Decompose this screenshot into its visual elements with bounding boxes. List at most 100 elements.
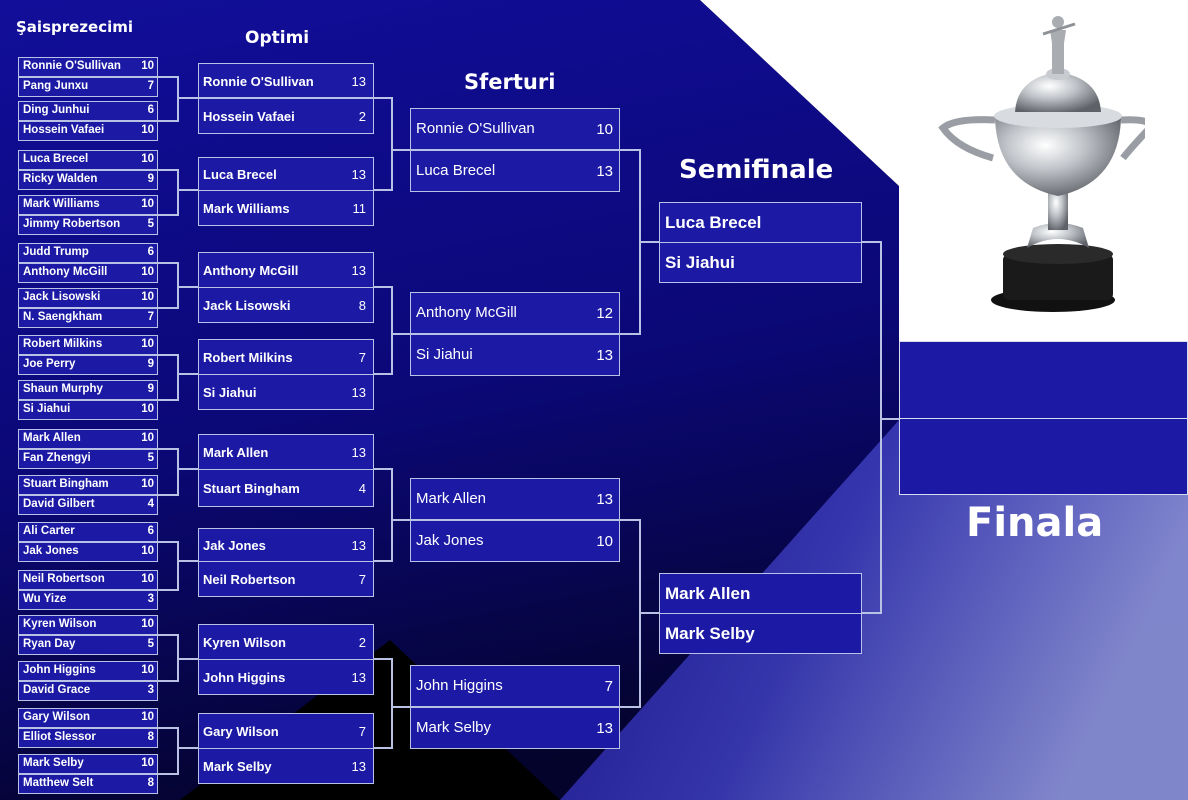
player-score: 3 [147, 684, 154, 696]
player-name: Si Jiahui [203, 385, 257, 400]
player-name: Anthony McGill [416, 304, 517, 321]
player-score: 13 [351, 445, 366, 460]
snooker-trophy-icon [938, 16, 1145, 312]
player-score: 2 [358, 635, 366, 650]
player-name: Hossein Vafaei [203, 109, 295, 124]
player-score: 10 [141, 478, 154, 490]
player-name: Si Jiahui [416, 346, 473, 363]
quarterfinals-header: Sferturi [464, 70, 556, 94]
qf-player-slot-7: Mark Selby 13 [410, 707, 620, 749]
player-score: 5 [147, 452, 154, 464]
player-name: Jak Jones [23, 545, 79, 557]
r8-player-slot-7: Si Jiahui 13 [198, 374, 374, 410]
player-score: 10 [141, 711, 154, 723]
player-score: 13 [596, 347, 613, 364]
round-of-32-header: Şaisprezecimi [16, 18, 134, 36]
player-score: 10 [141, 60, 154, 72]
player-name: Mark Selby [416, 719, 492, 736]
player-name: Ryan Day [23, 638, 76, 650]
player-name: Robert Milkins [203, 350, 293, 365]
player-name: Jack Lisowski [23, 291, 101, 303]
player-name: Mark Selby [23, 757, 84, 769]
player-score: 13 [351, 385, 366, 400]
player-score: 9 [147, 173, 154, 185]
sf-player-slot-1: Si Jiahui [659, 242, 862, 283]
round-of-16-header: Optimi [245, 28, 310, 48]
player-name: David Grace [23, 684, 91, 696]
player-score: 13 [351, 167, 366, 182]
player-name: Si Jiahui [665, 253, 735, 272]
player-score: 9 [147, 383, 154, 395]
player-name: Si Jiahui [23, 403, 71, 415]
player-name: Neil Robertson [203, 572, 296, 587]
player-score: 4 [358, 481, 366, 496]
player-name: John Higgins [203, 670, 286, 685]
player-name: Gary Wilson [203, 724, 279, 739]
player-name: Ronnie O'Sullivan [416, 120, 535, 137]
player-name: Jack Lisowski [203, 298, 291, 313]
player-score: 10 [141, 291, 154, 303]
player-name: David Gilbert [23, 498, 95, 510]
player-score: 10 [141, 618, 154, 630]
player-score: 8 [147, 731, 154, 743]
final-player-1-slot [899, 341, 1188, 419]
player-score: 7 [604, 678, 613, 695]
player-name: John Higgins [23, 664, 96, 676]
player-name: Wu Yize [23, 593, 67, 605]
r8-player-slot-12: Kyren Wilson 2 [198, 624, 374, 660]
sf-player-slot-3: Mark Selby [659, 613, 862, 654]
player-name: Jak Jones [203, 538, 266, 553]
semifinals-header: Semifinale [679, 155, 834, 185]
player-score: 10 [141, 545, 154, 557]
r16-player-slot-10: Jack Lisowski 10 [18, 288, 158, 308]
player-score: 13 [351, 759, 366, 774]
r16-player-slot-21: Jak Jones 10 [18, 542, 158, 562]
qf-player-slot-3: Si Jiahui 13 [410, 334, 620, 376]
player-name: Neil Robertson [23, 573, 105, 585]
player-score: 6 [147, 246, 154, 258]
player-name: Mark Williams [203, 201, 290, 216]
player-score: 4 [147, 498, 154, 510]
player-name: Luca Brecel [416, 162, 496, 179]
player-score: 10 [141, 198, 154, 210]
player-name: Ricky Walden [23, 173, 98, 185]
player-score: 13 [596, 720, 613, 737]
r16-player-slot-27: David Grace 3 [18, 681, 158, 701]
player-score: 10 [141, 124, 154, 136]
player-name: Matthew Selt [23, 777, 94, 789]
player-name: Shaun Murphy [23, 383, 103, 395]
player-name: Kyren Wilson [203, 635, 286, 650]
player-name: Jimmy Robertson [23, 218, 121, 230]
player-score: 8 [358, 298, 366, 313]
player-score: 10 [141, 432, 154, 444]
player-name: Mark Allen [665, 584, 751, 603]
player-score: 13 [351, 670, 366, 685]
